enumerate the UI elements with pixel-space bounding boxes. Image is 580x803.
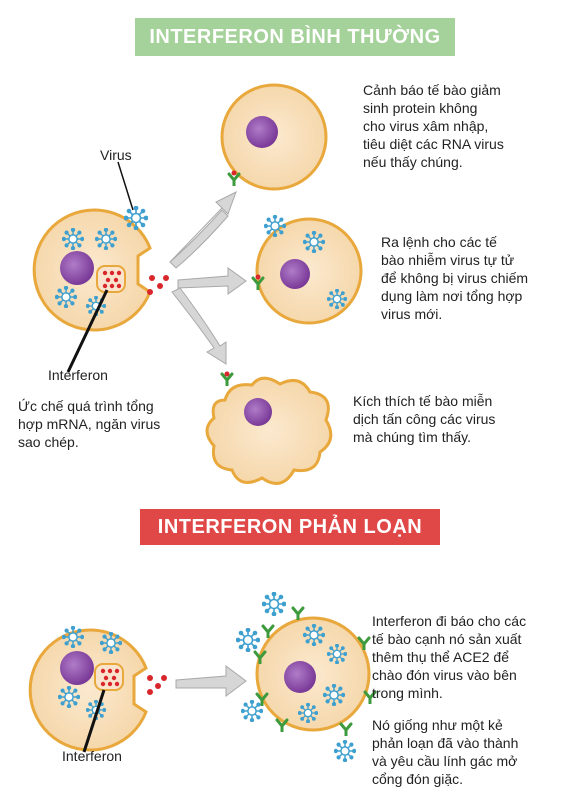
text-stimulate-immune: Kích thích tế bào miễn dịch tấn công các… (353, 393, 496, 445)
text-rebel-analogy: Nó giống như một kẻ phản loạn đã vào thà… (372, 717, 519, 787)
target-cell-rebel (236, 592, 377, 762)
arrow-bottom (175, 665, 247, 697)
text-order-infected: Ra lệnh cho các tế bào nhiễm virus tự tử… (381, 234, 529, 322)
banner-normal-interferon: INTERFERON BÌNH THƯỜNG (135, 18, 455, 56)
target-cell-3 (205, 371, 333, 485)
target-cell-1 (220, 83, 328, 191)
interferon-label-top: Interferon (48, 367, 108, 383)
released-interferon (147, 275, 169, 295)
virus-pointer (117, 161, 134, 211)
source-cell-top (32, 208, 152, 332)
interferon-pointer-bottom (82, 689, 106, 753)
text-inhibit-mrna: Ức chế quá trình tổng hợp mRNA, ngăn vir… (18, 398, 161, 450)
target-cell-2 (251, 215, 363, 325)
nucleus (60, 251, 94, 285)
source-cell-bottom (28, 626, 148, 752)
released-interferon-bottom (147, 675, 167, 695)
interferon-pointer-top (66, 289, 109, 373)
interferon-vesicle (96, 265, 126, 293)
interferon-label-bottom: Interferon (62, 748, 122, 764)
virus-label: Virus (100, 147, 132, 163)
text-rebel-report: Interferon đi báo cho các tế bào cạnh nó… (372, 613, 527, 701)
virus-icon (124, 206, 148, 230)
arrows-top (169, 190, 247, 365)
banner-rebel-interferon: INTERFERON PHẢN LOẠN (140, 509, 440, 545)
text-warn-cells: Cảnh báo tế bào giảm sinh protein không … (363, 82, 504, 170)
